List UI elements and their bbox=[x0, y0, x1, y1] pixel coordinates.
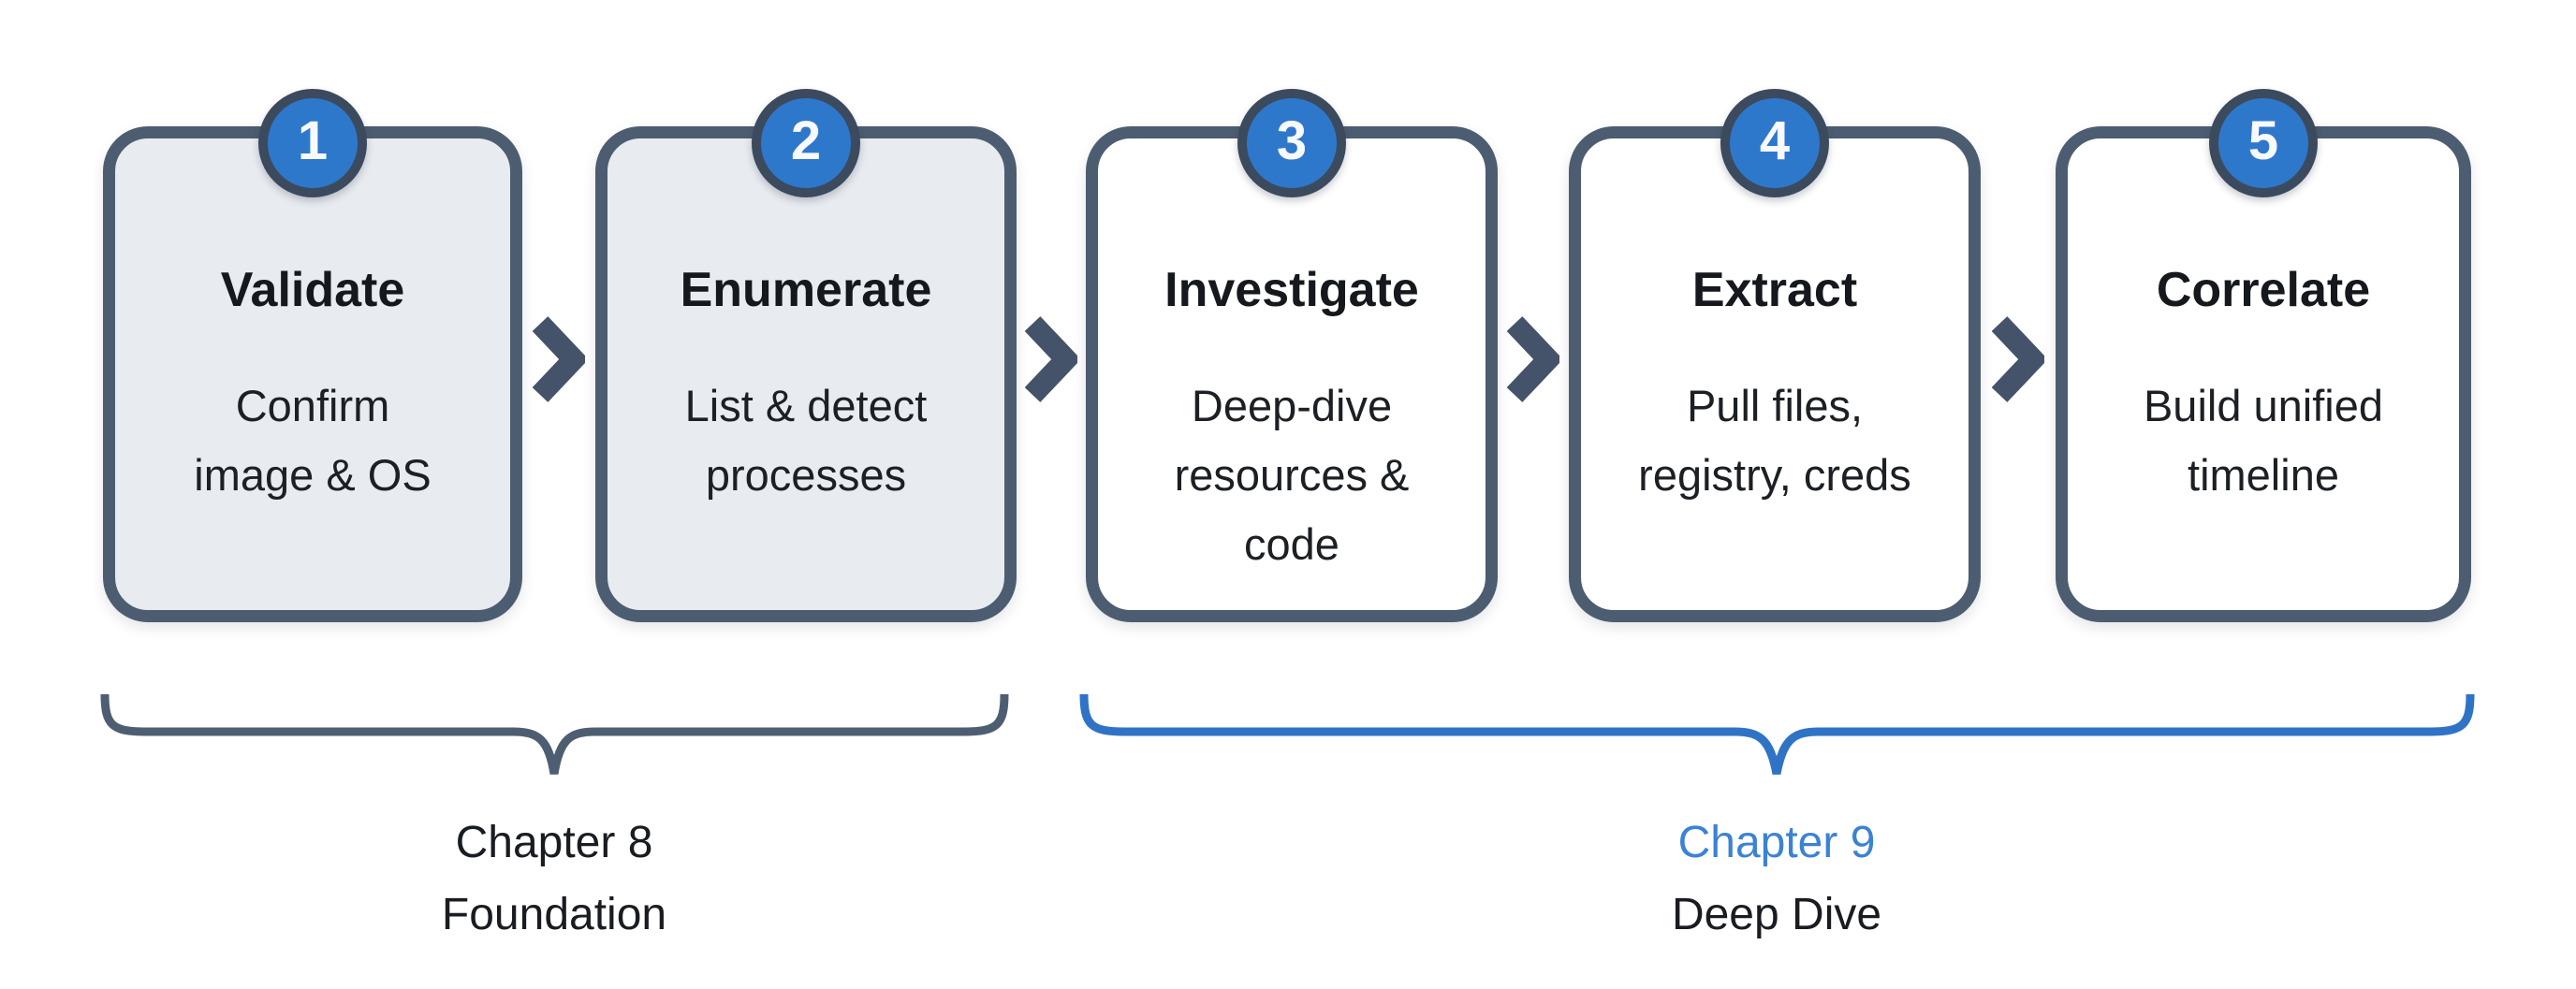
deep-dive-label: Deep Dive bbox=[1671, 890, 1882, 939]
step-card-enumerate: 2 Enumerate List & detect processes bbox=[595, 89, 1017, 622]
step-number: 4 bbox=[1759, 110, 1791, 171]
step-title: Extract bbox=[1691, 263, 1858, 317]
group-label-chapter-9: Chapter 9 Deep Dive bbox=[1402, 807, 2151, 951]
chevron-right-icon bbox=[1507, 316, 1559, 402]
chapter-8-label: Chapter 8 bbox=[455, 818, 653, 867]
foundation-group-brace bbox=[100, 693, 1009, 775]
step-card-validate: 1 Validate Confirm image & OS bbox=[103, 89, 522, 622]
chevron-right-icon bbox=[533, 316, 585, 402]
step-subtitle: Deep-dive resources & code bbox=[1174, 381, 1410, 569]
step-title: Correlate bbox=[2156, 263, 2371, 317]
step-subtitle: Build unified timeline bbox=[2143, 381, 2384, 500]
step-1-badge: 1 bbox=[258, 89, 367, 197]
chevron-right-icon bbox=[1025, 316, 1077, 402]
step-card-investigate: 3 Investigate Deep-dive resources & code bbox=[1086, 89, 1498, 622]
step-card-correlate: 5 Correlate Build unified timeline bbox=[2056, 89, 2471, 622]
step-number: 1 bbox=[297, 110, 329, 171]
step-2-badge: 2 bbox=[752, 89, 860, 197]
step-4-badge: 4 bbox=[1720, 89, 1829, 197]
step-title: Validate bbox=[220, 263, 405, 317]
step-subtitle: Pull files, registry, creds bbox=[1638, 381, 1911, 500]
chapter-9-label: Chapter 9 bbox=[1677, 818, 1876, 867]
deepdive-group-brace bbox=[1079, 693, 2475, 775]
step-number: 2 bbox=[790, 110, 822, 171]
step-card-extract: 4 Extract Pull files, registry, creds bbox=[1569, 89, 1981, 622]
step-subtitle: Confirm image & OS bbox=[194, 381, 432, 500]
step-number: 5 bbox=[2247, 110, 2279, 171]
step-subtitle: List & detect processes bbox=[684, 381, 928, 500]
step-title: Investigate bbox=[1164, 263, 1419, 317]
foundation-label: Foundation bbox=[441, 890, 667, 939]
step-5-badge: 5 bbox=[2209, 89, 2318, 197]
step-3-badge: 3 bbox=[1237, 89, 1346, 197]
group-label-chapter-8: Chapter 8 Foundation bbox=[180, 807, 929, 951]
step-number: 3 bbox=[1276, 110, 1308, 171]
chevron-right-icon bbox=[1992, 316, 2044, 402]
step-title: Enumerate bbox=[680, 263, 932, 317]
